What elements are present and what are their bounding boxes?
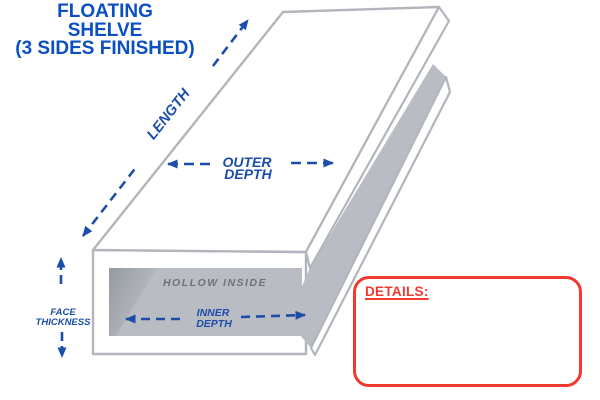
diagram-title-line1: FLOATING bbox=[57, 1, 153, 22]
diagram-title-line2: SHELVE bbox=[67, 19, 143, 41]
diagram-title-line3: (3 SIDES FINISHED) bbox=[15, 38, 195, 59]
inner-depth-label-line1: INNER bbox=[197, 307, 230, 319]
shelf-end-cap bbox=[304, 5, 451, 270]
details-heading: DETAILS: bbox=[365, 284, 429, 299]
details-box: DETAILS: bbox=[353, 276, 582, 387]
length-arrow-upper bbox=[211, 19, 250, 67]
face-thickness-label-line1: FACE bbox=[50, 307, 76, 318]
face-thickness-label-line2: THICKNESS bbox=[36, 317, 92, 328]
back-panel-bottom-edge bbox=[309, 75, 452, 357]
diagram-title: FLOATING SHELVE (3 SIDES FINISHED) bbox=[10, 1, 200, 59]
outer-depth-label-line1: OUTER bbox=[223, 154, 273, 170]
back-panel bbox=[287, 64, 446, 348]
hollow-left-shadow bbox=[109, 268, 157, 336]
inner-depth-label-line2: DEPTH bbox=[196, 318, 232, 330]
outer-depth-label-line2: DEPTH bbox=[224, 166, 272, 182]
hollow-inside-label: HOLLOW INSIDE bbox=[163, 277, 267, 289]
inner-depth-arrow-right bbox=[240, 310, 306, 320]
